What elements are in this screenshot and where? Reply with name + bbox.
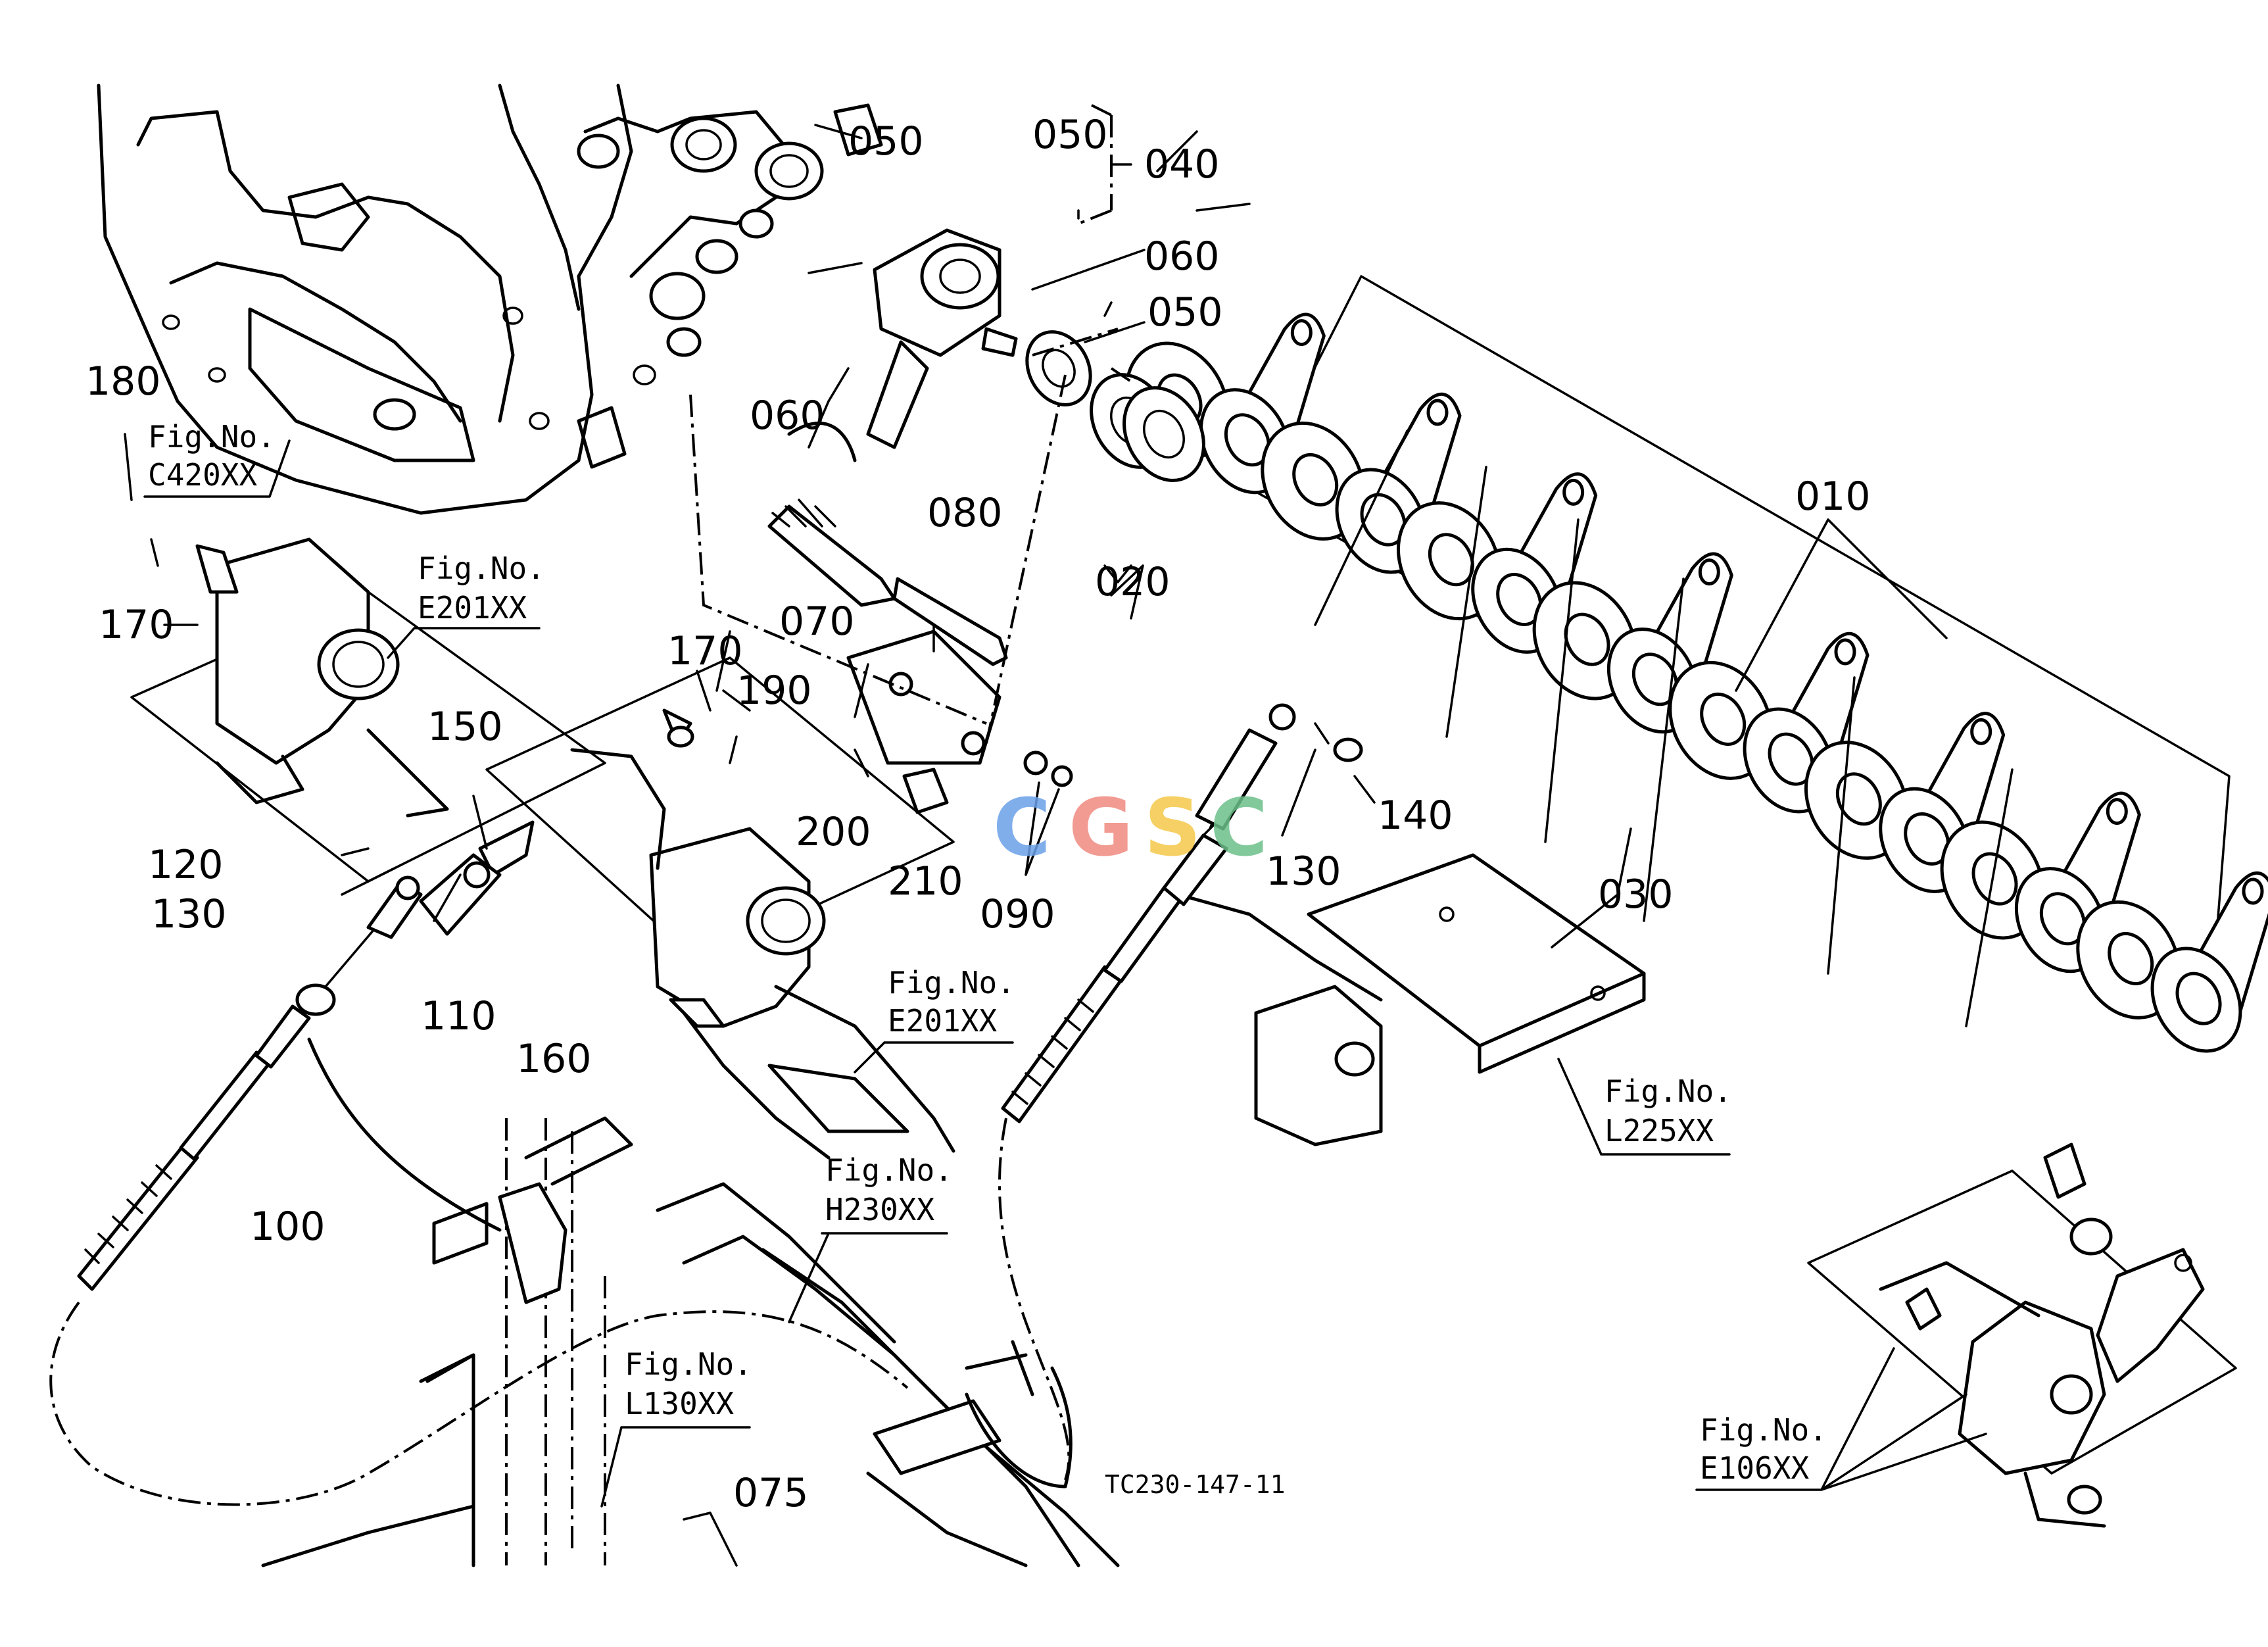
callout-040: 040	[1144, 141, 1220, 187]
disc-center-hole	[1428, 533, 1474, 587]
cable-center	[1001, 703, 1383, 1123]
plate-tab-hole	[1290, 319, 1313, 347]
callout-190: 190	[736, 668, 812, 714]
disc-center-hole	[1496, 572, 1543, 626]
callout-140: 140	[1378, 793, 1453, 839]
callout-070: 070	[779, 599, 855, 645]
disc-center-hole	[1971, 852, 2018, 906]
fig-ref-label: Fig.No.	[418, 551, 545, 586]
shaft-washer	[1122, 386, 1205, 482]
callout-110: 110	[421, 993, 496, 1039]
callout-080: 080	[927, 490, 1003, 536]
shaft-washer-hole	[1143, 410, 1185, 458]
callout-050-right: 050	[1147, 289, 1223, 335]
callout-150: 150	[427, 704, 503, 750]
plate-tab-hole	[2106, 798, 2128, 825]
callout-170-mid: 170	[667, 628, 743, 674]
callout-030: 030	[1598, 872, 1674, 918]
fig-ref-number: L130XX	[625, 1386, 734, 1421]
fig-ref-label: Fig.No.	[625, 1346, 752, 1382]
callout-120: 120	[148, 842, 224, 888]
disc-center-hole	[2175, 971, 2222, 1025]
fig-ref-number: E201XX	[418, 590, 527, 626]
plate-tab-hole	[1426, 399, 1449, 426]
callout-labels: 010 020 030 040 050 050 050 060 060 070 …	[85, 112, 1871, 1516]
clutch-pedal-assembly	[130, 537, 606, 883]
fig-ref-l225: Fig.No. L225XX	[1557, 1058, 1732, 1156]
bracket-l225	[1254, 853, 1646, 1146]
separator-plate	[1879, 712, 2006, 893]
fig-ref-l130: Fig.No. L130XX	[600, 1346, 752, 1508]
callout-130-left: 130	[151, 891, 227, 937]
plate-tab-hole	[1562, 478, 1585, 506]
watermark-letter-c1: C	[993, 783, 1051, 874]
figure-references: Fig.No. C420XX Fig.No. E201XX Fig.No. E2…	[143, 419, 1987, 1508]
fig-ref-e106: Fig.No. E106XX	[1695, 1347, 1987, 1491]
friction-disc-stack	[1025, 275, 2268, 1053]
disc-center-hole	[1768, 732, 1814, 786]
fig-ref-c420: Fig.No. C420XX	[143, 419, 291, 498]
fig-ref-number: L225XX	[1604, 1113, 1714, 1148]
disc-center-hole	[1224, 413, 1270, 467]
fig-ref-number: C420XX	[148, 457, 257, 493]
fig-ref-e201-mid: Fig.No. E201XX	[854, 965, 1015, 1073]
frame-l130	[261, 1116, 1120, 1567]
linkage-e106	[1807, 1143, 2237, 1528]
drawing-code: TC230-147-11	[1105, 1470, 1286, 1499]
callout-050-top: 050	[848, 118, 924, 164]
callout-210: 210	[888, 858, 963, 904]
callout-060-left: 060	[750, 393, 825, 439]
fig-ref-e201-left: Fig.No. E201XX	[387, 551, 545, 659]
watermark-letter-s: S	[1144, 783, 1201, 874]
brake-pedal-assembly	[485, 656, 955, 1160]
fig-ref-label: Fig.No.	[888, 965, 1015, 1000]
leader-lines	[49, 104, 2014, 1506]
separator-plate	[2150, 871, 2268, 1053]
transmission-housing	[97, 84, 824, 515]
disc-center-hole	[2039, 892, 2086, 946]
callout-020: 020	[1095, 559, 1170, 605]
watermark-letter-c2: C	[1210, 783, 1268, 874]
plate-tab-hole	[1834, 638, 1856, 666]
fig-ref-number: H230XX	[825, 1192, 934, 1227]
disc-center-hole	[1904, 812, 1950, 866]
shaft-washer	[1025, 330, 1092, 406]
watermark-letter-g: G	[1069, 783, 1134, 874]
fig-ref-label: Fig.No.	[1604, 1073, 1732, 1109]
callout-200: 200	[796, 809, 871, 855]
shaft-washer-hole	[1042, 349, 1076, 388]
callout-100: 100	[250, 1204, 326, 1250]
disc-center-hole	[1700, 692, 1747, 746]
plate-tab-hole	[1698, 558, 1720, 586]
callout-180: 180	[85, 358, 161, 405]
callout-130-right: 130	[1266, 848, 1341, 895]
plate-tab-hole	[2242, 877, 2264, 905]
callout-060-top: 060	[1144, 234, 1220, 280]
callout-090: 090	[980, 891, 1055, 937]
cable-100	[77, 875, 423, 1291]
fig-ref-label: Fig.No.	[148, 419, 276, 455]
callout-075: 075	[733, 1470, 809, 1516]
disc-center-hole	[1360, 493, 1407, 547]
fig-ref-label: Fig.No.	[825, 1152, 953, 1188]
fig-ref-label: Fig.No.	[1700, 1412, 1827, 1448]
watermark-logo: C G S C	[993, 783, 1268, 874]
callout-160: 160	[516, 1036, 592, 1082]
disc-center-hole	[1564, 612, 1610, 666]
plate-tab-hole	[1970, 718, 1992, 745]
callout-170-left: 170	[99, 602, 174, 648]
fig-ref-number: E201XX	[888, 1003, 997, 1039]
fig-ref-number: E106XX	[1700, 1450, 1809, 1486]
callout-050-cover: 050	[1032, 112, 1108, 158]
disc-center-hole	[2108, 931, 2154, 985]
fig-ref-h230: Fig.No. H230XX	[788, 1152, 953, 1323]
callout-010: 010	[1795, 474, 1871, 520]
separator-plate	[1471, 472, 1598, 654]
disc-center-hole	[1292, 453, 1339, 506]
